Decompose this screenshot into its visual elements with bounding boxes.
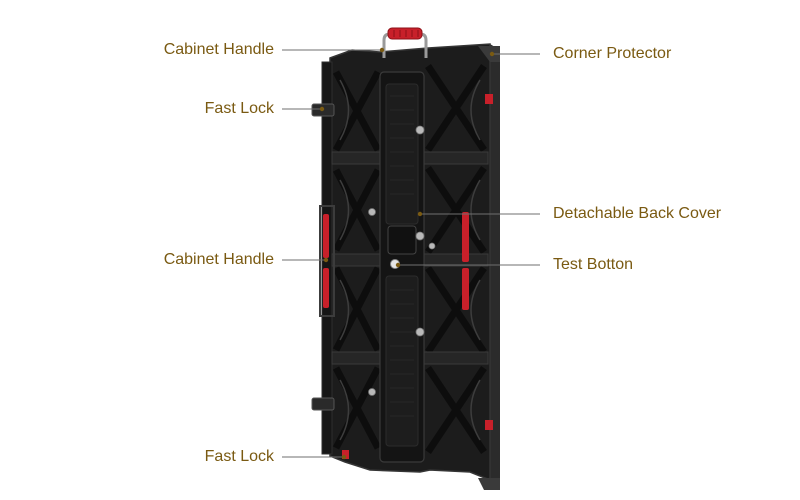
cabinet-side-face bbox=[490, 44, 500, 488]
metal-fasteners bbox=[368, 125, 436, 396]
corner-protectors bbox=[478, 46, 500, 490]
side-handle-frame bbox=[319, 205, 335, 317]
right-rib-pattern bbox=[425, 64, 487, 454]
label-test-botton: Test Botton bbox=[553, 256, 634, 273]
detachable-back-cover-part bbox=[379, 71, 425, 463]
label-corner-protector: Corner Protector bbox=[553, 45, 672, 62]
side-cabinet-handle-parts bbox=[323, 212, 469, 310]
leader-dots bbox=[319, 47, 495, 460]
leader-lines bbox=[282, 49, 540, 458]
top-cabinet-handle-part bbox=[382, 27, 428, 58]
label-fast-lock-top: Fast Lock bbox=[204, 100, 274, 117]
label-fast-lock-bottom: Fast Lock bbox=[204, 448, 274, 465]
label-detachable-back-cover: Detachable Back Cover bbox=[553, 205, 722, 222]
panel-highlights bbox=[339, 79, 481, 441]
label-cabinet-handle-side: Cabinet Handle bbox=[163, 251, 274, 268]
label-cabinet-handle-top: Cabinet Handle bbox=[163, 41, 274, 58]
led-cabinet bbox=[311, 27, 500, 490]
